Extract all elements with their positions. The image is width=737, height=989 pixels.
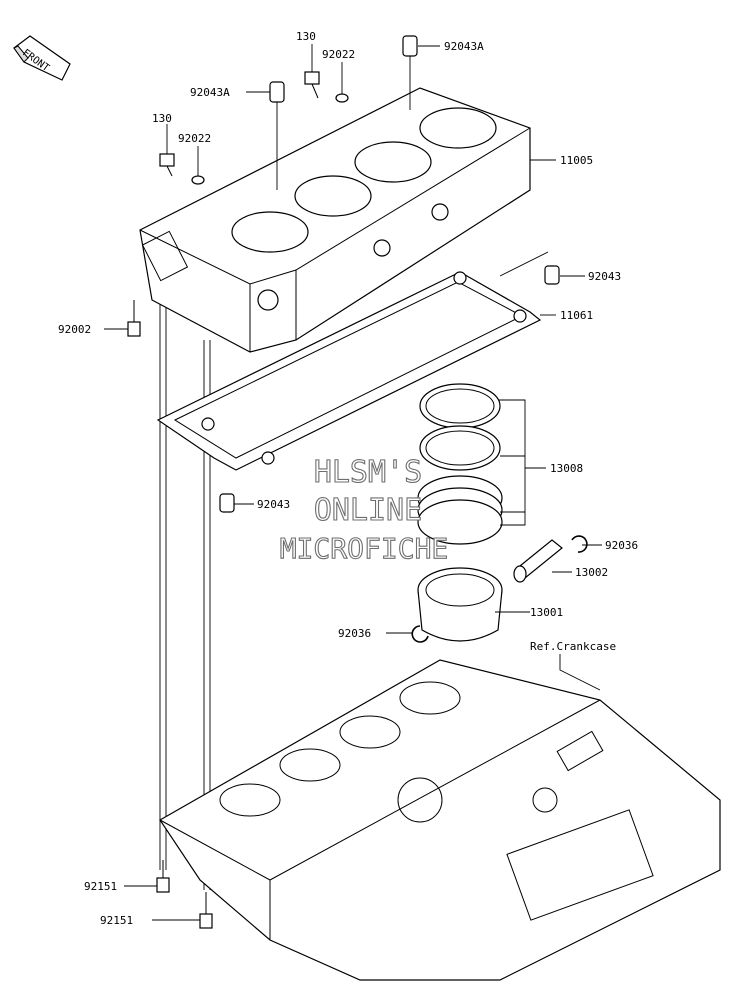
right-dowel-92043[interactable]: [544, 265, 560, 285]
callout-92151-b[interactable]: 92151: [100, 914, 133, 927]
snap-ring-right[interactable]: [571, 535, 588, 553]
cylinder-gasket[interactable]: [156, 271, 542, 471]
crankcase-reference[interactable]: [159, 659, 721, 981]
callout-labels: 130 92022 92043A 92043A 130 92022 11005 …: [58, 30, 638, 927]
callout-13002[interactable]: 13002: [575, 566, 608, 579]
top-bolt-130[interactable]: [304, 71, 320, 99]
piston-pin[interactable]: [513, 539, 563, 583]
leader-lines: [104, 44, 602, 921]
callout-130-top[interactable]: 130: [296, 30, 316, 43]
callout-11061[interactable]: 11061: [560, 309, 593, 322]
watermark-line-2: ONLINE: [314, 493, 422, 528]
callout-92151-a[interactable]: 92151: [84, 880, 117, 893]
left-dowel-92043A[interactable]: [269, 81, 285, 103]
callout-92002[interactable]: 92002: [58, 323, 91, 336]
callout-92022-top[interactable]: 92022: [322, 48, 355, 61]
piston[interactable]: [417, 567, 503, 642]
callout-92043A-left[interactable]: 92043A: [190, 86, 230, 99]
snap-ring-left[interactable]: [411, 625, 429, 643]
mid-dowel-92043[interactable]: [219, 493, 235, 513]
watermark-line-3: MICROFICHE: [280, 532, 449, 565]
callout-92043A-top[interactable]: 92043A: [444, 40, 484, 53]
left-washer-92022[interactable]: [191, 175, 205, 185]
callout-92022-left[interactable]: 92022: [178, 132, 211, 145]
watermark: HLSM'S ONLINE MICROFICHE: [279, 454, 449, 565]
callout-92043-right[interactable]: 92043: [588, 270, 621, 283]
watermark-line-1: HLSM'S: [314, 455, 422, 490]
left-bolt-130[interactable]: [159, 153, 175, 177]
callout-13001[interactable]: 13001: [530, 606, 563, 619]
callout-92043-mid[interactable]: 92043: [257, 498, 290, 511]
callout-92036-left[interactable]: 92036: [338, 627, 371, 640]
front-arrow-icon: FRONT: [13, 35, 71, 81]
piston-ring-set[interactable]: [417, 383, 503, 545]
stud-92151-b[interactable]: [199, 892, 213, 929]
stud-92151-a[interactable]: [156, 860, 170, 893]
callout-11005[interactable]: 11005: [560, 154, 593, 167]
callout-92036-right[interactable]: 92036: [605, 539, 638, 552]
cylinder-block[interactable]: [139, 87, 531, 353]
bolt-92002[interactable]: [127, 300, 141, 337]
top-dowel-92043A[interactable]: [402, 35, 418, 57]
callout-13008[interactable]: 13008: [550, 462, 583, 475]
callout-130-left[interactable]: 130: [152, 112, 172, 125]
callout-ref-crankcase[interactable]: Ref.Crankcase: [530, 640, 616, 653]
top-washer-92022[interactable]: [335, 93, 349, 103]
